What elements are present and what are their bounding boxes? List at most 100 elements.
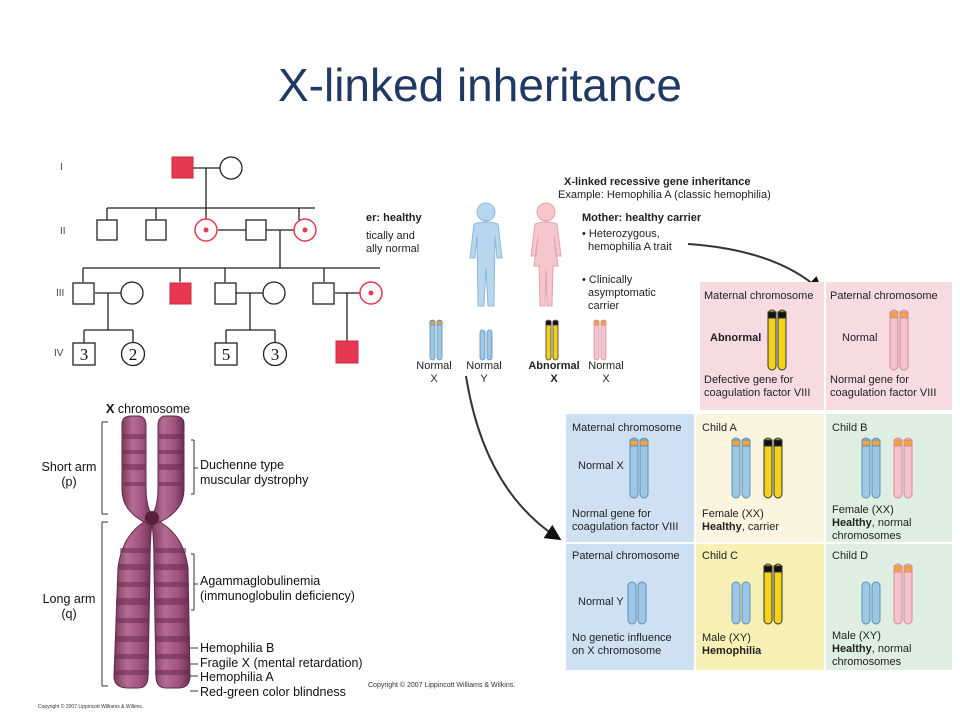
child-d-status-bold: Healthy (832, 643, 872, 655)
centromere (145, 511, 159, 525)
hemophilia-b-label: Hemophilia B (200, 641, 275, 655)
child-b-sex: Female (XX) (832, 504, 894, 516)
paternal-side-title: Paternal chromosome (572, 550, 680, 562)
dmd-label: Duchenne type muscular dystrophy (200, 458, 308, 488)
child-a-cell: Child A Female (XX) Healthy, carrier (696, 414, 824, 542)
parent-chrom-label-2-l1: Normal (466, 360, 502, 372)
abnormal-x-chromosome (545, 319, 559, 361)
child-c-cell: Child C Male (XY) Hemophilia (696, 544, 824, 670)
short-arm-text: Short arm (41, 460, 97, 474)
copyright-left: Copyright © 2007 Lippincott Williams & W… (38, 704, 144, 710)
child-a-status-rest: , carrier (741, 521, 780, 533)
father-figure (469, 202, 503, 307)
red-green-label: Red-green color blindness (200, 685, 346, 699)
short-arm-label: Short arm (p) (38, 460, 100, 490)
paternal-top-label: Normal (842, 332, 878, 344)
normal-x-chromosome (429, 319, 443, 361)
mother-bullet-2: • Clinically asymptomatic carrier (582, 274, 656, 313)
x-chromosome-diagram: X chromosome (34, 398, 374, 710)
pedigree-chart: I II III IV (40, 140, 390, 380)
generation-label-2: II (60, 226, 66, 237)
parent-chrom-label-3-l2: X (550, 373, 558, 385)
child-c-status: Hemophilia (702, 645, 761, 658)
carrier-dot (203, 227, 209, 233)
child-a-sex: Female (XX) (702, 508, 764, 520)
affected-male-symbol (169, 282, 192, 305)
child-a-chromosomes (731, 437, 783, 499)
maternal-top-title: Maternal chromosome (704, 290, 814, 302)
child-c-chromosomes (731, 563, 783, 625)
paternal-side-desc-l1: No genetic influence (572, 632, 672, 644)
child-a-status: Healthy, carrier (702, 521, 779, 534)
carrier-dot (368, 290, 374, 296)
paternal-side-label: Normal Y (578, 596, 624, 608)
child-b-cell: Child B Female (XX) Healthy, normal chro… (826, 414, 952, 542)
child-c-sex: Male (XY) (702, 632, 751, 644)
male-symbol (96, 219, 118, 241)
child-a-status-bold: Healthy (702, 521, 742, 533)
child-d-status: Healthy, normal (832, 643, 912, 656)
parent-chrom-label-1-l1: Normal (416, 360, 452, 372)
arrows-svg (465, 243, 823, 541)
child-a-desc: Female (XX) Healthy, carrier (702, 508, 779, 534)
father-title: er: healthy (366, 212, 422, 224)
mother-bullet-1-line1: • Heterozygous, (582, 228, 660, 240)
parent-chrom-label-2: Normal Y (466, 360, 502, 386)
agamma-line1: Agammaglobulinemia (200, 574, 321, 588)
agamma-line2: (immunoglobulin deficiency) (200, 589, 355, 603)
male-group-symbol (214, 342, 238, 366)
child-b-status-rest: , normal (871, 517, 912, 529)
x-chromosome-title-bold: X (106, 402, 115, 416)
hemophilia-a-label: Hemophilia A (200, 670, 274, 684)
mother-bullet-2-line2: asymptomatic (588, 287, 656, 299)
arrow-to-paternal (687, 243, 823, 293)
inheritance-header: X-linked recessive gene inheritance (564, 176, 751, 188)
parent-chromosomes (429, 319, 607, 361)
normal-y-chromosome-large (627, 581, 647, 625)
dmd-line1: Duchenne type (200, 458, 285, 472)
generation-label-1: I (60, 162, 63, 173)
generation-label-3: III (56, 288, 65, 299)
maternal-top-desc-l1: Defective gene for (704, 374, 794, 386)
child-b-chromosomes (861, 437, 913, 499)
male-symbol (245, 219, 267, 241)
maternal-top-desc-l2: coagulation factor VIII (704, 387, 811, 399)
generation-label-4: IV (54, 348, 64, 359)
paternal-top-desc: Normal gene for coagulation factor VIII (830, 374, 936, 400)
female-symbol (262, 281, 286, 305)
maternal-side-desc: Normal gene for coagulation factor VIII (572, 508, 678, 534)
offspring-count: 3 (271, 345, 280, 364)
male-symbol (312, 282, 335, 305)
paternal-side-desc: No genetic influence on X chromosome (572, 632, 672, 658)
paternal-side-desc-l2: on X chromosome (572, 645, 662, 657)
normal-y-chromosome (479, 329, 493, 361)
carrier-dot (302, 227, 308, 233)
maternal-top-cell: Maternal chromosome Abnormal Defective g… (700, 282, 824, 410)
paternal-top-desc-l1: Normal gene for (830, 374, 909, 386)
mother-figure (530, 202, 562, 307)
female-symbol (219, 156, 243, 180)
normal-x-chromosome-pink-large (889, 309, 909, 371)
parent-chrom-label-2-l2: Y (480, 373, 488, 385)
long-arm-label: Long arm (q) (38, 592, 100, 622)
parent-chrom-label-3-l1: Abnormal (528, 360, 580, 372)
parent-chrom-label-1-l2: X (430, 373, 438, 385)
inheritance-example: Example: Hemophilia A (classic hemophili… (558, 189, 771, 201)
maternal-side-desc-l1: Normal gene for (572, 508, 651, 520)
copyright-right: Copyright © 2007 Lippincott Williams & W… (368, 682, 516, 689)
affected-male-symbol (335, 340, 359, 364)
child-b-status-line3: chromosomes (832, 530, 902, 542)
mother-bullet-2-line1: • Clinically (582, 274, 633, 286)
mother-bullet-1-line2: hemophilia A trait (588, 241, 672, 253)
maternal-side-title: Maternal chromosome (572, 422, 682, 434)
maternal-side-label: Normal X (578, 460, 624, 472)
female-group-symbol (262, 341, 288, 367)
child-b-status-bold: Healthy (832, 517, 872, 529)
maternal-side-cell: Maternal chromosome Normal X Normal gene… (566, 414, 694, 542)
x-chromosome-title: X chromosome (106, 402, 190, 417)
child-d-chromosomes (861, 563, 913, 625)
maternal-side-desc-l2: coagulation factor VIII (572, 521, 679, 533)
offspring-count: 2 (129, 345, 138, 364)
page-title: X-linked inheritance (277, 59, 682, 111)
maternal-top-label: Abnormal (710, 332, 762, 344)
